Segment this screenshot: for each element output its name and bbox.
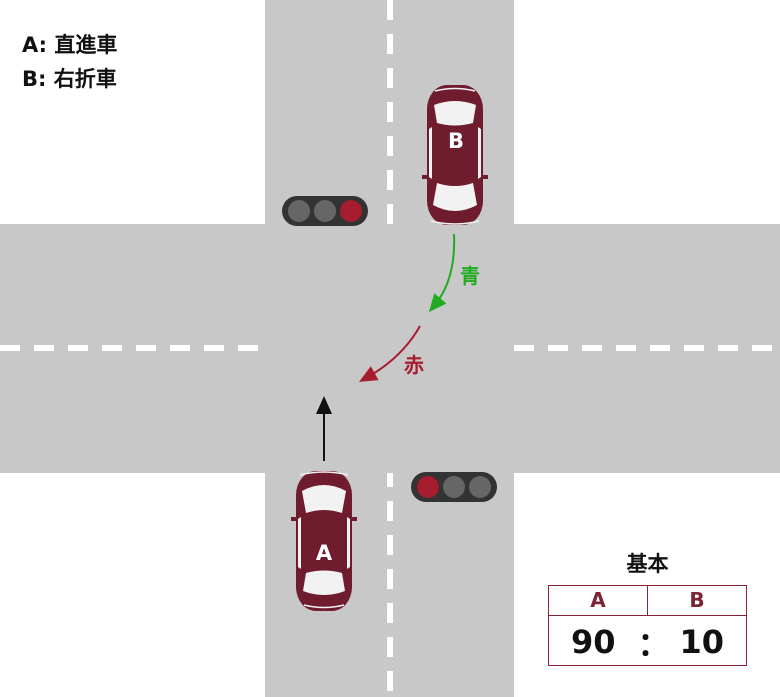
red-label: 赤 bbox=[404, 353, 424, 377]
ratio-header: A B bbox=[549, 586, 746, 616]
car-a-mark: A bbox=[316, 541, 333, 565]
north-traffic-signal bbox=[282, 196, 368, 226]
ratio-title: 基本 bbox=[626, 552, 669, 576]
ratio-values: 90 ： 10 bbox=[549, 616, 746, 667]
legend-b: B: 右折車 bbox=[22, 67, 117, 91]
ratio-table: A B 90 ： 10 bbox=[548, 585, 747, 666]
ratio-col-b: B bbox=[689, 588, 705, 612]
ratio-col-a: A bbox=[549, 586, 648, 615]
green-label: 青 bbox=[460, 264, 480, 288]
car-b bbox=[421, 84, 489, 226]
red-turn-arrow bbox=[359, 325, 421, 382]
legend-a: A: 直進車 bbox=[22, 33, 118, 57]
green-turn-arrow bbox=[428, 233, 456, 313]
car-b-mark: B bbox=[448, 129, 464, 153]
ratio-value-a: 90 bbox=[570, 622, 616, 661]
south-traffic-signal bbox=[411, 472, 497, 502]
ratio-separator: ： bbox=[637, 624, 670, 663]
ratio-value-b: 10 bbox=[679, 622, 725, 661]
legend: A: 直進車 B: 右折車 bbox=[22, 28, 117, 96]
